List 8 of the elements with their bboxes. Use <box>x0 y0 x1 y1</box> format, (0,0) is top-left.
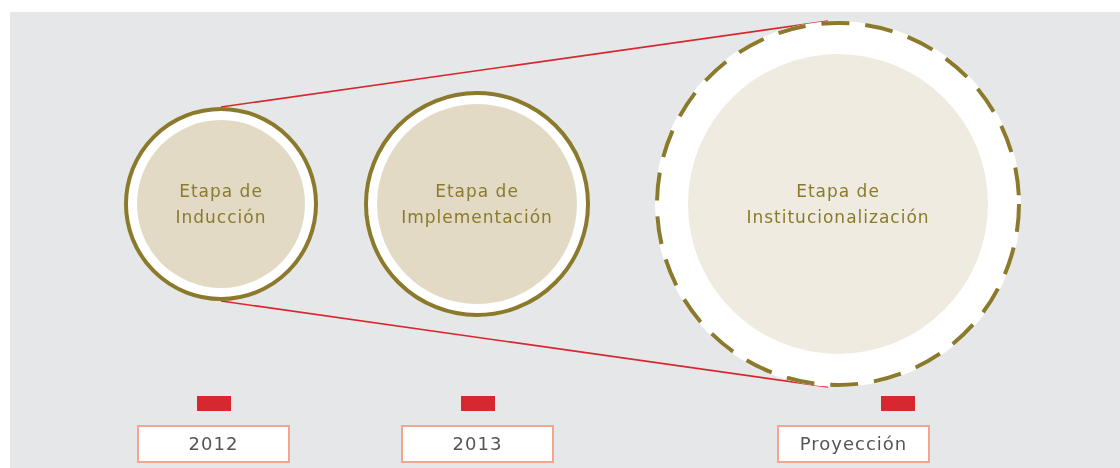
stage-label: Etapa de Inducción <box>174 180 268 229</box>
stage-label: Etapa de Institucionalización <box>745 180 931 229</box>
stage-label: Etapa de Implementación <box>400 180 554 229</box>
connector-line <box>220 300 829 388</box>
year-label: 2012 <box>137 425 290 463</box>
year-label: Proyección <box>777 425 930 463</box>
year-label: 2013 <box>401 425 554 463</box>
connector-line <box>220 20 829 108</box>
